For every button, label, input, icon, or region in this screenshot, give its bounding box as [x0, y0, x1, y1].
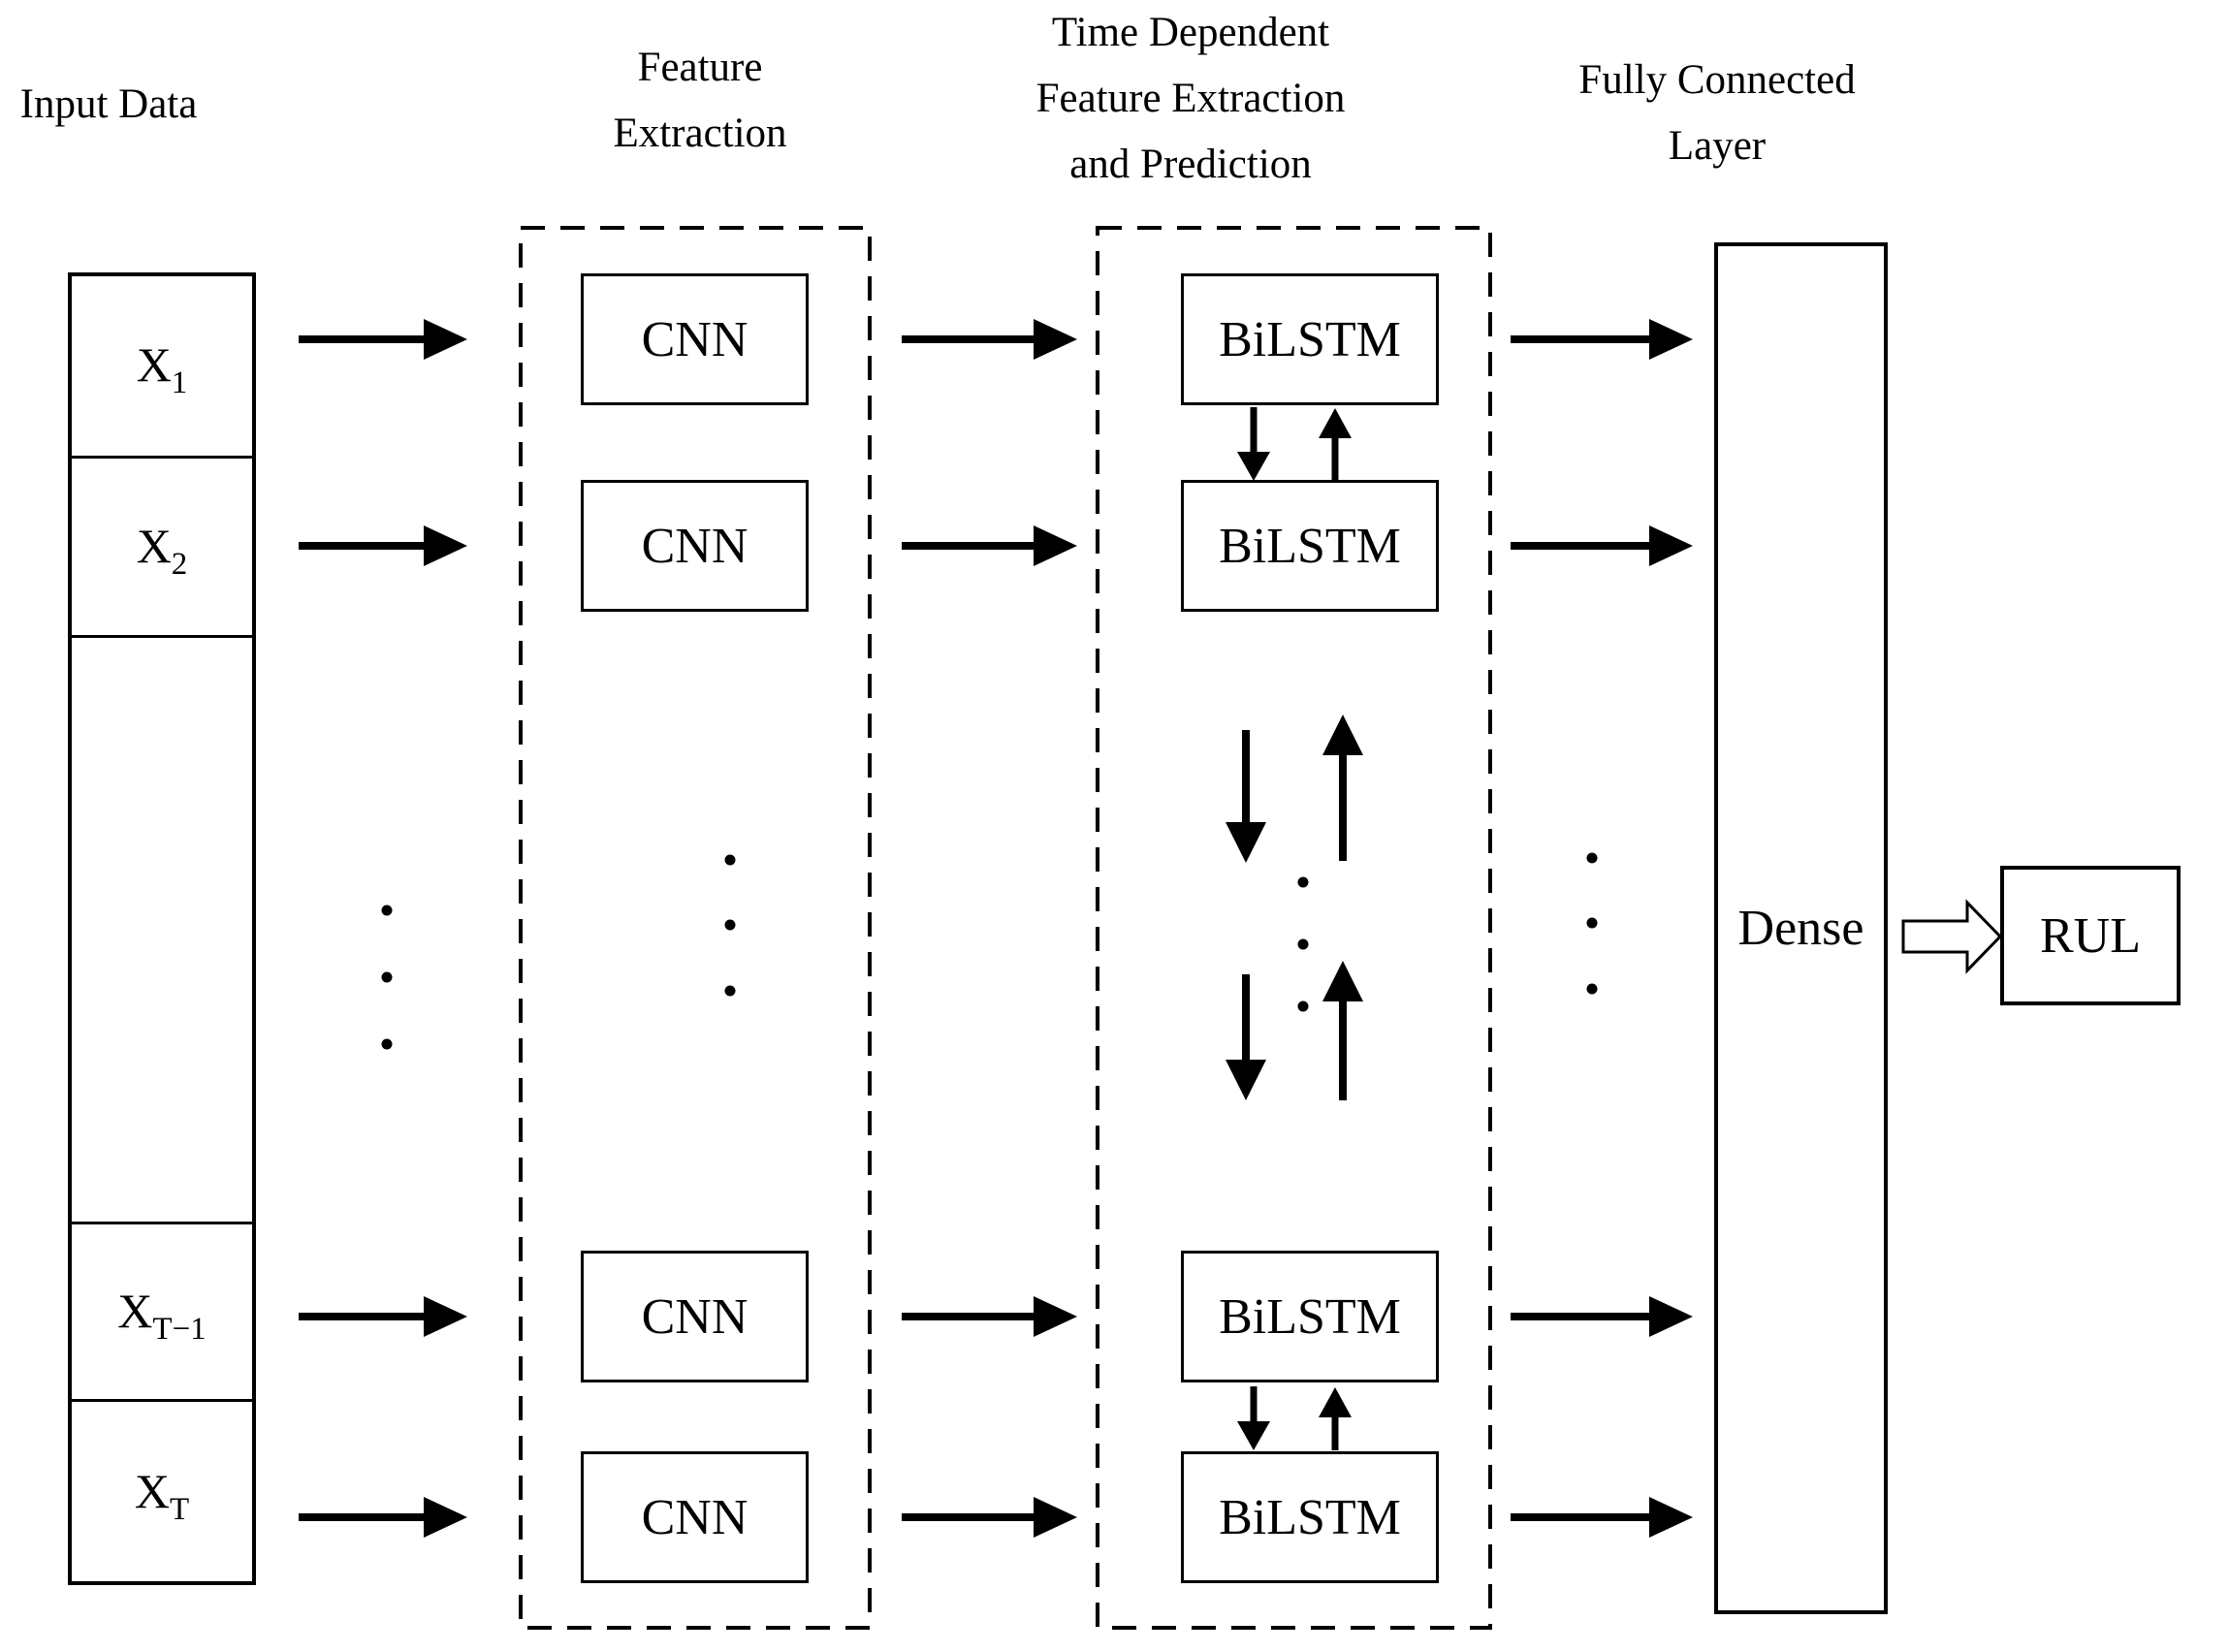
- arrow-bilstm4-up-icon: [1319, 1387, 1352, 1450]
- arrow-x2-to-cnn2-icon: [299, 525, 467, 566]
- time-dependent-header-line1: Time Dependent: [1051, 10, 1330, 55]
- cnn-box-3-label: CNN: [641, 1288, 748, 1345]
- arrow-bilstm3-down-icon: [1237, 1386, 1270, 1450]
- rul-box: RUL: [2000, 866, 2181, 1005]
- input-cell-xt: XT: [72, 1402, 252, 1580]
- temporal-dashed-box: [1096, 226, 1492, 1630]
- arrow-bilstm3-to-dense-icon: [1511, 1296, 1693, 1337]
- input-cell-x1-label: X1: [136, 337, 188, 400]
- rul-box-label: RUL: [2040, 907, 2141, 964]
- arrow-middle-lower-down-icon: [1226, 974, 1266, 1100]
- feature-extraction-dashed-box: [519, 226, 872, 1630]
- input-divider-2: [72, 635, 252, 638]
- time-dependent-header-line2: Feature Extraction: [1035, 76, 1346, 121]
- dense-to-rul-arrow-icon: [1901, 899, 2003, 974]
- fully-connected-header-line2: Layer: [1668, 123, 1767, 169]
- bilstm-box-1-label: BiLSTM: [1219, 311, 1401, 367]
- arrow-bilstm2-up-icon: [1319, 408, 1352, 481]
- bilstm-dense-gap-ellipsis-icon: [1586, 852, 1598, 995]
- bilstm-box-3: BiLSTM: [1181, 1251, 1439, 1382]
- input-cell-x2: X2: [72, 459, 252, 633]
- input-cell-xt1: XT−1: [72, 1224, 252, 1397]
- input-divider-3: [72, 1222, 252, 1224]
- arrow-middle-upper-up-icon: [1322, 715, 1363, 861]
- arrow-cnn2-to-bilstm2-icon: [902, 525, 1077, 566]
- bilstm-box-2: BiLSTM: [1181, 480, 1439, 612]
- cnn-box-1-label: CNN: [641, 311, 748, 367]
- arrow-bilstm1-down-icon: [1237, 407, 1270, 481]
- input-cell-xt1-label: XT−1: [117, 1284, 207, 1347]
- arrow-cnn4-to-bilstm4-icon: [902, 1497, 1077, 1538]
- arrow-bilstm1-to-dense-icon: [1511, 319, 1693, 360]
- cnn-box-4: CNN: [581, 1451, 809, 1583]
- feature-extraction-header-line1: Feature: [637, 45, 763, 90]
- cnn-box-4-label: CNN: [641, 1489, 748, 1545]
- arrow-cnn1-to-bilstm1-icon: [902, 319, 1077, 360]
- input-cell-x1: X1: [72, 276, 252, 453]
- input-data-header-line: Input Data: [19, 81, 198, 127]
- dense-box-label: Dense: [1737, 901, 1864, 956]
- cnn-column-ellipsis-icon: [724, 854, 736, 997]
- time-dependent-header: Time Dependent Feature Extraction and Pr…: [1036, 0, 1346, 198]
- arrow-cnn3-to-bilstm3-icon: [902, 1296, 1077, 1337]
- bilstm-box-2-label: BiLSTM: [1219, 518, 1401, 574]
- dense-box: Dense: [1714, 242, 1888, 1614]
- cnn-box-1: CNN: [581, 273, 809, 405]
- arrow-x1-to-cnn1-icon: [299, 319, 467, 360]
- arrow-xt1-to-cnn3-icon: [299, 1296, 467, 1337]
- time-dependent-header-line3: and Prediction: [1069, 142, 1312, 187]
- bilstm-column-ellipsis-icon: [1297, 876, 1309, 1012]
- input-divider-1: [72, 456, 252, 459]
- bilstm-box-1: BiLSTM: [1181, 273, 1439, 405]
- arrow-middle-lower-up-icon: [1322, 961, 1363, 1100]
- cnn-box-2-label: CNN: [641, 518, 748, 574]
- arrow-bilstm2-to-dense-icon: [1511, 525, 1693, 566]
- cnn-box-3: CNN: [581, 1251, 809, 1382]
- input-cell-xt-label: XT: [134, 1464, 190, 1527]
- input-divider-4: [72, 1399, 252, 1402]
- feature-extraction-header: Feature Extraction: [613, 35, 786, 167]
- fully-connected-header-line1: Fully Connected: [1578, 57, 1856, 103]
- input-cell-x2-label: X2: [136, 519, 188, 582]
- arrow-bilstm4-to-dense-icon: [1511, 1497, 1693, 1538]
- input-cnn-gap-ellipsis-icon: [381, 905, 393, 1050]
- input-column: [68, 272, 256, 1585]
- bilstm-box-4-label: BiLSTM: [1219, 1489, 1401, 1545]
- fully-connected-header: Fully Connected Layer: [1578, 48, 1855, 179]
- feature-extraction-header-line2: Extraction: [613, 111, 787, 156]
- arrow-middle-upper-down-icon: [1226, 730, 1266, 863]
- cnn-box-2: CNN: [581, 480, 809, 612]
- bilstm-box-3-label: BiLSTM: [1219, 1288, 1401, 1345]
- arrow-xt-to-cnn4-icon: [299, 1497, 467, 1538]
- bilstm-box-4: BiLSTM: [1181, 1451, 1439, 1583]
- input-data-header: Input Data: [20, 72, 198, 138]
